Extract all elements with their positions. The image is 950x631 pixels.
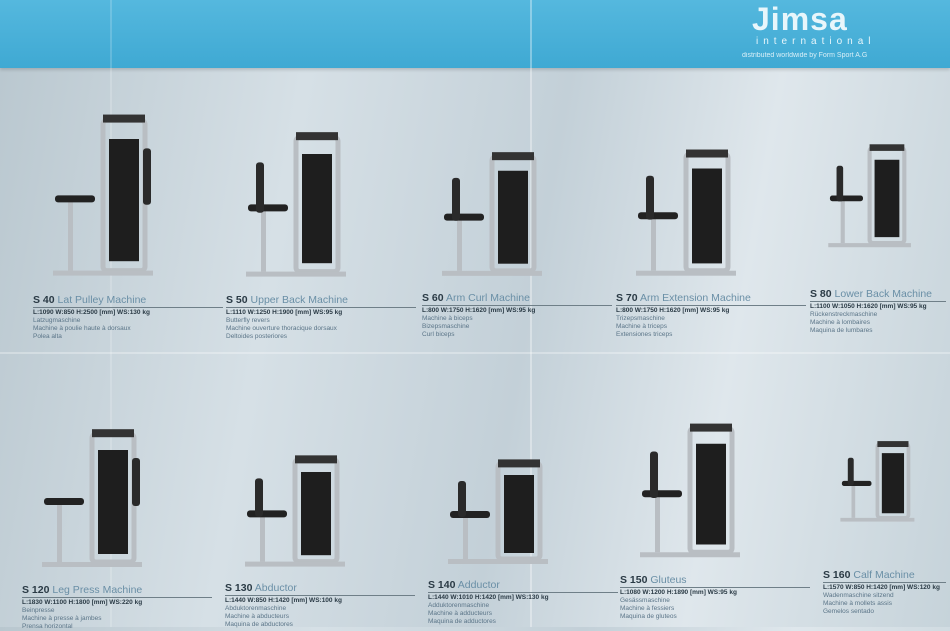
product-description: Butterfly revers	[226, 317, 270, 324]
product-name: Abductor	[254, 582, 297, 594]
machine-image	[438, 445, 588, 565]
product-description: Machine à triceps	[616, 323, 667, 330]
product-dimensions: L:800 W:1750 H:1620 [mm] WS:95 kg	[422, 307, 536, 314]
product-description: Prensa horizontal	[22, 623, 73, 630]
product-description: Machine à presse à jambes	[22, 615, 102, 622]
brand-sub: international	[756, 36, 876, 47]
product-description: Beinpresse	[22, 607, 55, 614]
product-description: Deltoides posteriores	[226, 333, 288, 340]
machine-image	[235, 440, 385, 568]
product-title: S 160 Calf Machine	[823, 569, 946, 583]
brand-tagline: distributed worldwide by Form Sport A.G	[742, 52, 868, 59]
product-label: S 150 Gluteus L:1080 W:1200 H:1890 [mm] …	[620, 574, 810, 621]
product-name: Upper Back Machine	[250, 294, 348, 306]
product-description: Gesässmaschine	[620, 597, 670, 604]
product-description: Adduktorenmaschine	[428, 602, 490, 609]
product-dimensions: L:1110 W:1250 H:1900 [mm] WS:95 kg	[226, 309, 343, 316]
product-description: Maquina de lumbares	[810, 327, 873, 334]
product-name: Lat Pulley Machine	[57, 294, 147, 306]
product-dimensions: L:1570 W:850 H:1420 [mm] WS:120 kg	[823, 584, 940, 591]
product-name: Calf Machine	[853, 569, 915, 581]
page-fold	[530, 0, 532, 627]
product-description: Latzugmaschine	[33, 317, 81, 324]
product-description: Polea alta	[33, 333, 62, 340]
product-name: Adductor	[457, 579, 500, 591]
product-dimensions: L:1830 W:1100 H:1800 [mm] WS:220 kg	[22, 599, 143, 606]
product-dimensions: L:1090 W:850 H:2500 [mm] WS:130 kg	[33, 309, 150, 316]
product-label: S 120 Leg Press Machine L:1830 W:1100 H:…	[22, 584, 212, 631]
product-description: Machine ouverture thoracique dorsaux	[226, 325, 337, 332]
product-dimensions: L:1440 W:850 H:1420 [mm] WS:100 kg	[225, 597, 342, 604]
product-dimensions: L:800 W:1750 H:1620 [mm] WS:95 kg	[616, 307, 730, 314]
product-dimensions: L:1100 W:1050 H:1620 [mm] WS:95 kg	[810, 303, 927, 310]
machine-image	[236, 112, 386, 280]
product-title: S 70 Arm Extension Machine	[616, 292, 806, 306]
product-code: S 80	[810, 288, 832, 300]
product-description: Machine à biceps	[422, 315, 473, 322]
machine-image	[32, 410, 182, 570]
product-title: S 60 Arm Curl Machine	[422, 292, 612, 306]
product-description: Abduktorenmaschine	[225, 605, 287, 612]
product-code: S 70	[616, 292, 638, 304]
page-fold	[110, 0, 112, 627]
product-description: Extensiones triceps	[616, 331, 673, 338]
product-label: S 40 Lat Pulley Machine L:1090 W:850 H:2…	[33, 294, 223, 341]
product-dimensions: L:1080 W:1200 H:1890 [mm] WS:95 kg	[620, 589, 737, 596]
product-description: Maquina de abductores	[225, 621, 293, 628]
product-code: S 120	[22, 584, 50, 596]
product-title: S 140 Adductor	[428, 579, 618, 593]
product-label: S 50 Upper Back Machine L:1110 W:1250 H:…	[226, 294, 416, 341]
product-code: S 130	[225, 582, 253, 594]
product-code: S 140	[428, 579, 456, 591]
product-description: Machine à adducteurs	[428, 610, 492, 617]
machine-image	[43, 92, 193, 280]
machine-image	[820, 130, 944, 274]
product-description: Machine à mollets assis	[823, 600, 892, 607]
product-name: Gluteus	[650, 574, 687, 586]
product-label: S 140 Adductor L:1440 W:1010 H:1420 [mm]…	[428, 579, 618, 626]
product-code: S 160	[823, 569, 851, 581]
product-code: S 50	[226, 294, 248, 306]
header-band	[0, 0, 950, 68]
product-name: Arm Extension Machine	[639, 292, 751, 304]
product-description: Machine à abducteurs	[225, 613, 289, 620]
product-description: Wadenmaschine sitzend	[823, 592, 894, 599]
product-label: S 70 Arm Extension Machine L:800 W:1750 …	[616, 292, 806, 339]
product-description: Machine à lombaires	[810, 319, 870, 326]
product-description: Trizepsmaschine	[616, 315, 665, 322]
product-label: S 160 Calf Machine L:1570 W:850 H:1420 […	[823, 569, 946, 616]
product-code: S 150	[620, 574, 648, 586]
product-code: S 40	[33, 294, 55, 306]
product-title: S 40 Lat Pulley Machine	[33, 294, 223, 308]
product-description: Rückenstreckmaschine	[810, 311, 878, 318]
product-description: Maquina de gluteos	[620, 613, 677, 620]
product-code: S 60	[422, 292, 444, 304]
product-description: Bizepsmaschine	[422, 323, 470, 330]
machine-image	[626, 132, 776, 278]
machine-image	[432, 135, 582, 278]
machine-image	[630, 405, 780, 560]
product-title: S 150 Gluteus	[620, 574, 810, 588]
product-title: S 130 Abductor	[225, 582, 415, 596]
product-description: Gemelos sentado	[823, 608, 874, 615]
product-dimensions: L:1440 W:1010 H:1420 [mm] WS:130 kg	[428, 594, 549, 601]
product-label: S 60 Arm Curl Machine L:800 W:1750 H:162…	[422, 292, 612, 339]
product-description: Machine à poulie haute à dorsaux	[33, 325, 131, 332]
product-name: Lower Back Machine	[834, 288, 932, 300]
brand-logo: Jimsa international distributed worldwid…	[742, 1, 942, 59]
product-description: Maquina de adductores	[428, 618, 496, 625]
product-title: S 80 Lower Back Machine	[810, 288, 946, 302]
product-label: S 130 Abductor L:1440 W:850 H:1420 [mm] …	[225, 582, 415, 629]
product-title: S 50 Upper Back Machine	[226, 294, 416, 308]
product-description: Machine à fessiers	[620, 605, 675, 612]
product-name: Arm Curl Machine	[445, 292, 530, 304]
brand-name: Jimsa	[752, 1, 848, 37]
product-title: S 120 Leg Press Machine	[22, 584, 212, 598]
product-name: Leg Press Machine	[52, 584, 143, 596]
page-fold	[0, 352, 950, 354]
product-label: S 80 Lower Back Machine L:1100 W:1050 H:…	[810, 288, 946, 335]
product-description: Curl biceps	[422, 331, 455, 338]
machine-image	[833, 430, 944, 555]
